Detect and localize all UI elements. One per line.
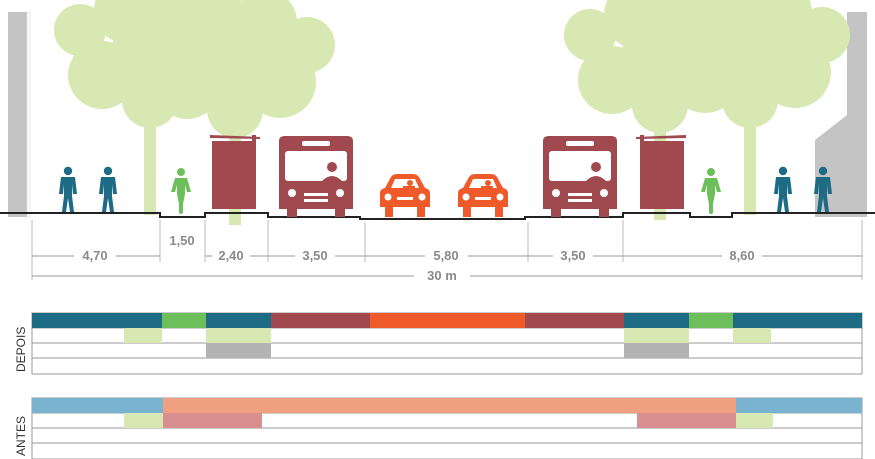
after-tree-band: [624, 328, 689, 343]
dimension-lines: [32, 255, 862, 277]
building-left-icon: [8, 11, 31, 218]
pedestrian-icon: [59, 166, 77, 212]
after-cycle-band: [689, 313, 733, 328]
dimension-label: 3,50: [560, 248, 585, 263]
after-usage-table: [31, 312, 863, 375]
bus-stop-shelter-icon: [636, 135, 686, 209]
dimension-label: 1,50: [169, 233, 194, 248]
street-ground-line: [0, 212, 875, 220]
before-row-label: ANTES: [14, 416, 28, 456]
after-pedestrian-band: [733, 313, 862, 328]
after-car-band: [370, 313, 525, 328]
pedestrian-icon: [99, 166, 117, 212]
total-width-label: 30 m: [427, 268, 457, 283]
after-tree-band: [124, 328, 162, 343]
before-tree-band: [736, 413, 773, 428]
after-tree-band: [206, 328, 271, 343]
pedestrian-icon: [774, 166, 792, 212]
dimension-label: 4,70: [82, 248, 107, 263]
after-bus-band: [271, 313, 370, 328]
after-pedestrian-band: [32, 313, 162, 328]
cyclist-icon: [701, 168, 721, 214]
before-sidewalk-band: [736, 398, 862, 413]
car-icon: [380, 174, 430, 217]
dimension-label: 2,40: [218, 248, 243, 263]
before-usage-table: [31, 397, 863, 459]
after-bus-band: [525, 313, 624, 328]
building-right-icon: [815, 12, 867, 217]
cyclist-icon: [171, 168, 191, 214]
bus-icon: [543, 136, 617, 217]
dimension-label: 3,50: [302, 248, 327, 263]
before-tree-band: [124, 413, 163, 428]
after-stop-band: [206, 343, 271, 358]
before-sidewalk-band: [32, 398, 163, 413]
before-parking-band: [163, 413, 262, 428]
after-pedestrian-band: [206, 313, 271, 328]
bus-icon: [279, 136, 353, 217]
before-road-band: [163, 398, 736, 413]
dimension-guides: [31, 220, 863, 280]
before-parking-band: [637, 413, 736, 428]
dimension-label: 8,60: [729, 248, 754, 263]
after-row-label: DEPOIS: [14, 327, 28, 372]
after-tree-band: [733, 328, 771, 343]
dimension-label: 5,80: [433, 248, 458, 263]
car-icon: [458, 174, 508, 217]
after-cycle-band: [162, 313, 206, 328]
after-stop-band: [624, 343, 689, 358]
bus-stop-shelter-icon: [210, 135, 260, 209]
after-pedestrian-band: [624, 313, 689, 328]
